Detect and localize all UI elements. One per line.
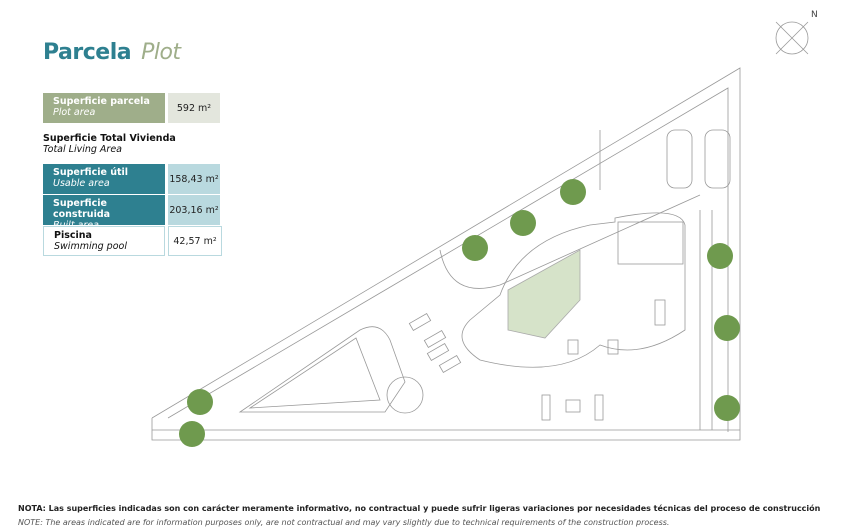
trees: [179, 179, 740, 447]
outdoor-furniture: [541, 394, 604, 421]
house: [461, 212, 686, 368]
note-english: NOTE: The areas indicated are for inform…: [18, 518, 670, 527]
plot-boundary: [151, 67, 741, 441]
compass-north-icon: N: [775, 10, 818, 55]
loungers: [408, 312, 462, 374]
parking: [666, 129, 731, 189]
note-spanish: NOTA: Las superficies indicadas son con …: [18, 504, 821, 513]
swimming-pool: [238, 326, 424, 414]
svg-text:N: N: [811, 10, 818, 20]
